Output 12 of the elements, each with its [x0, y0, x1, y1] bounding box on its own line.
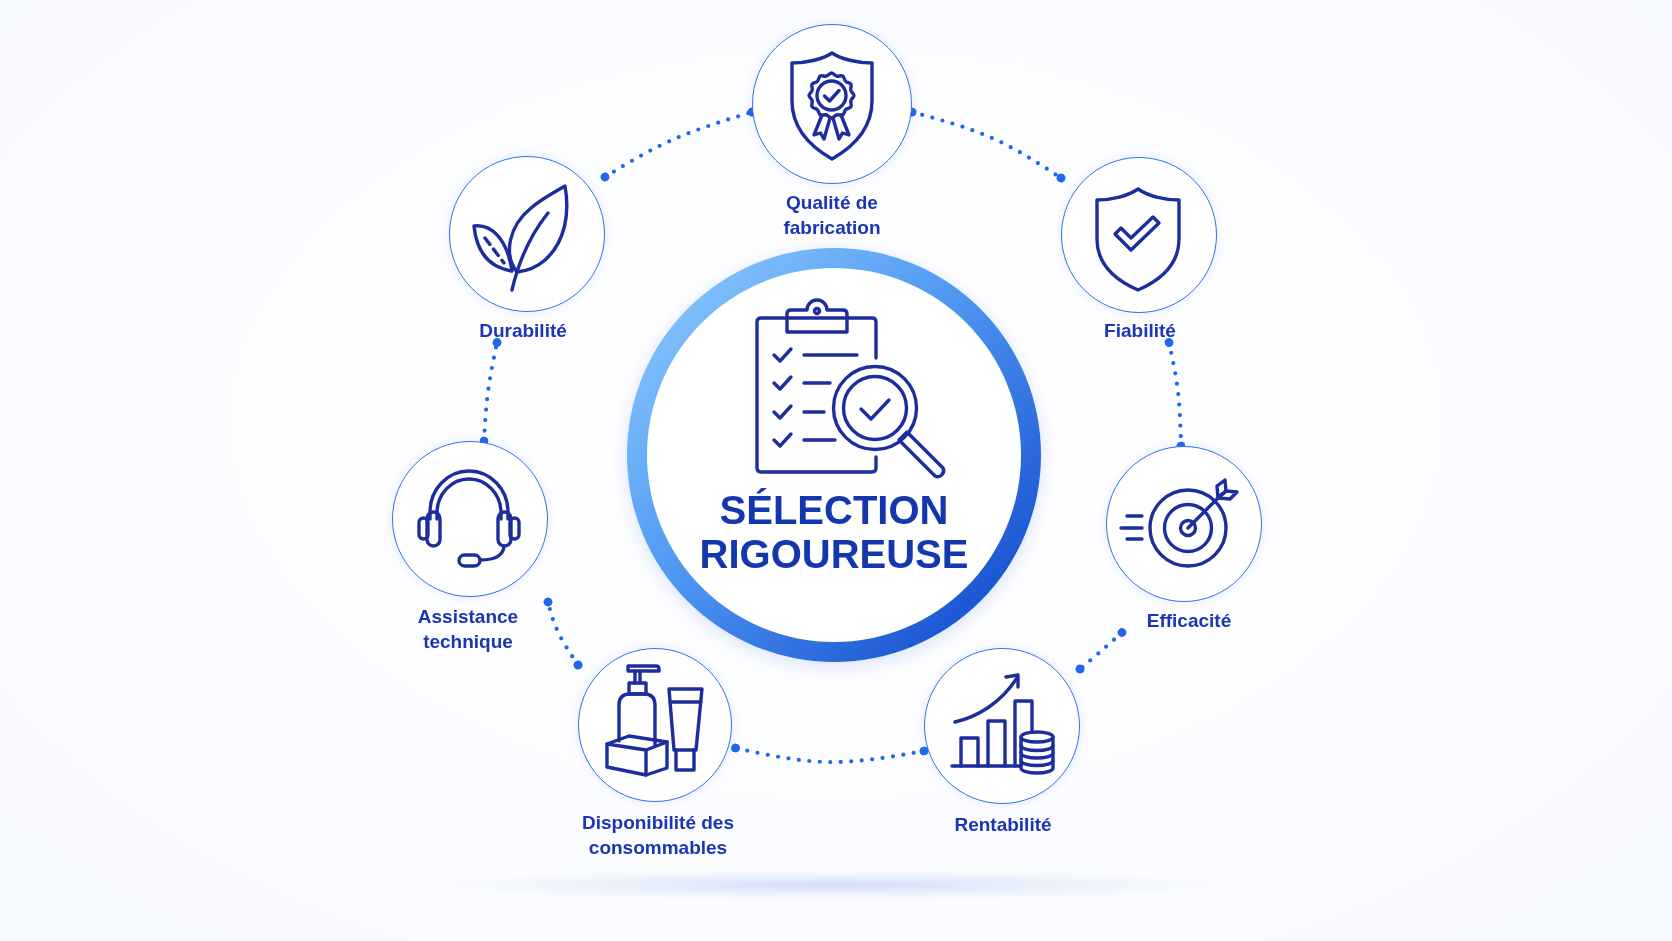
- node-label: Efficacité: [1145, 608, 1233, 633]
- dotted-connector: [543, 597, 583, 670]
- node-label: Disponibilité des consommables: [581, 810, 735, 860]
- node-label: Fiabilité: [1103, 318, 1177, 343]
- node-label: Assistance technique: [416, 604, 520, 654]
- dotted-connector: [479, 338, 502, 446]
- node-title: SÉLECTION RIGOUREUSE: [698, 488, 970, 576]
- dotted-connector: [731, 743, 929, 765]
- node-label: Durabilité: [478, 318, 568, 343]
- dotted-connector: [1075, 628, 1127, 674]
- node-label: Rentabilité: [953, 812, 1053, 837]
- node-label: Qualité de fabrication: [782, 190, 882, 240]
